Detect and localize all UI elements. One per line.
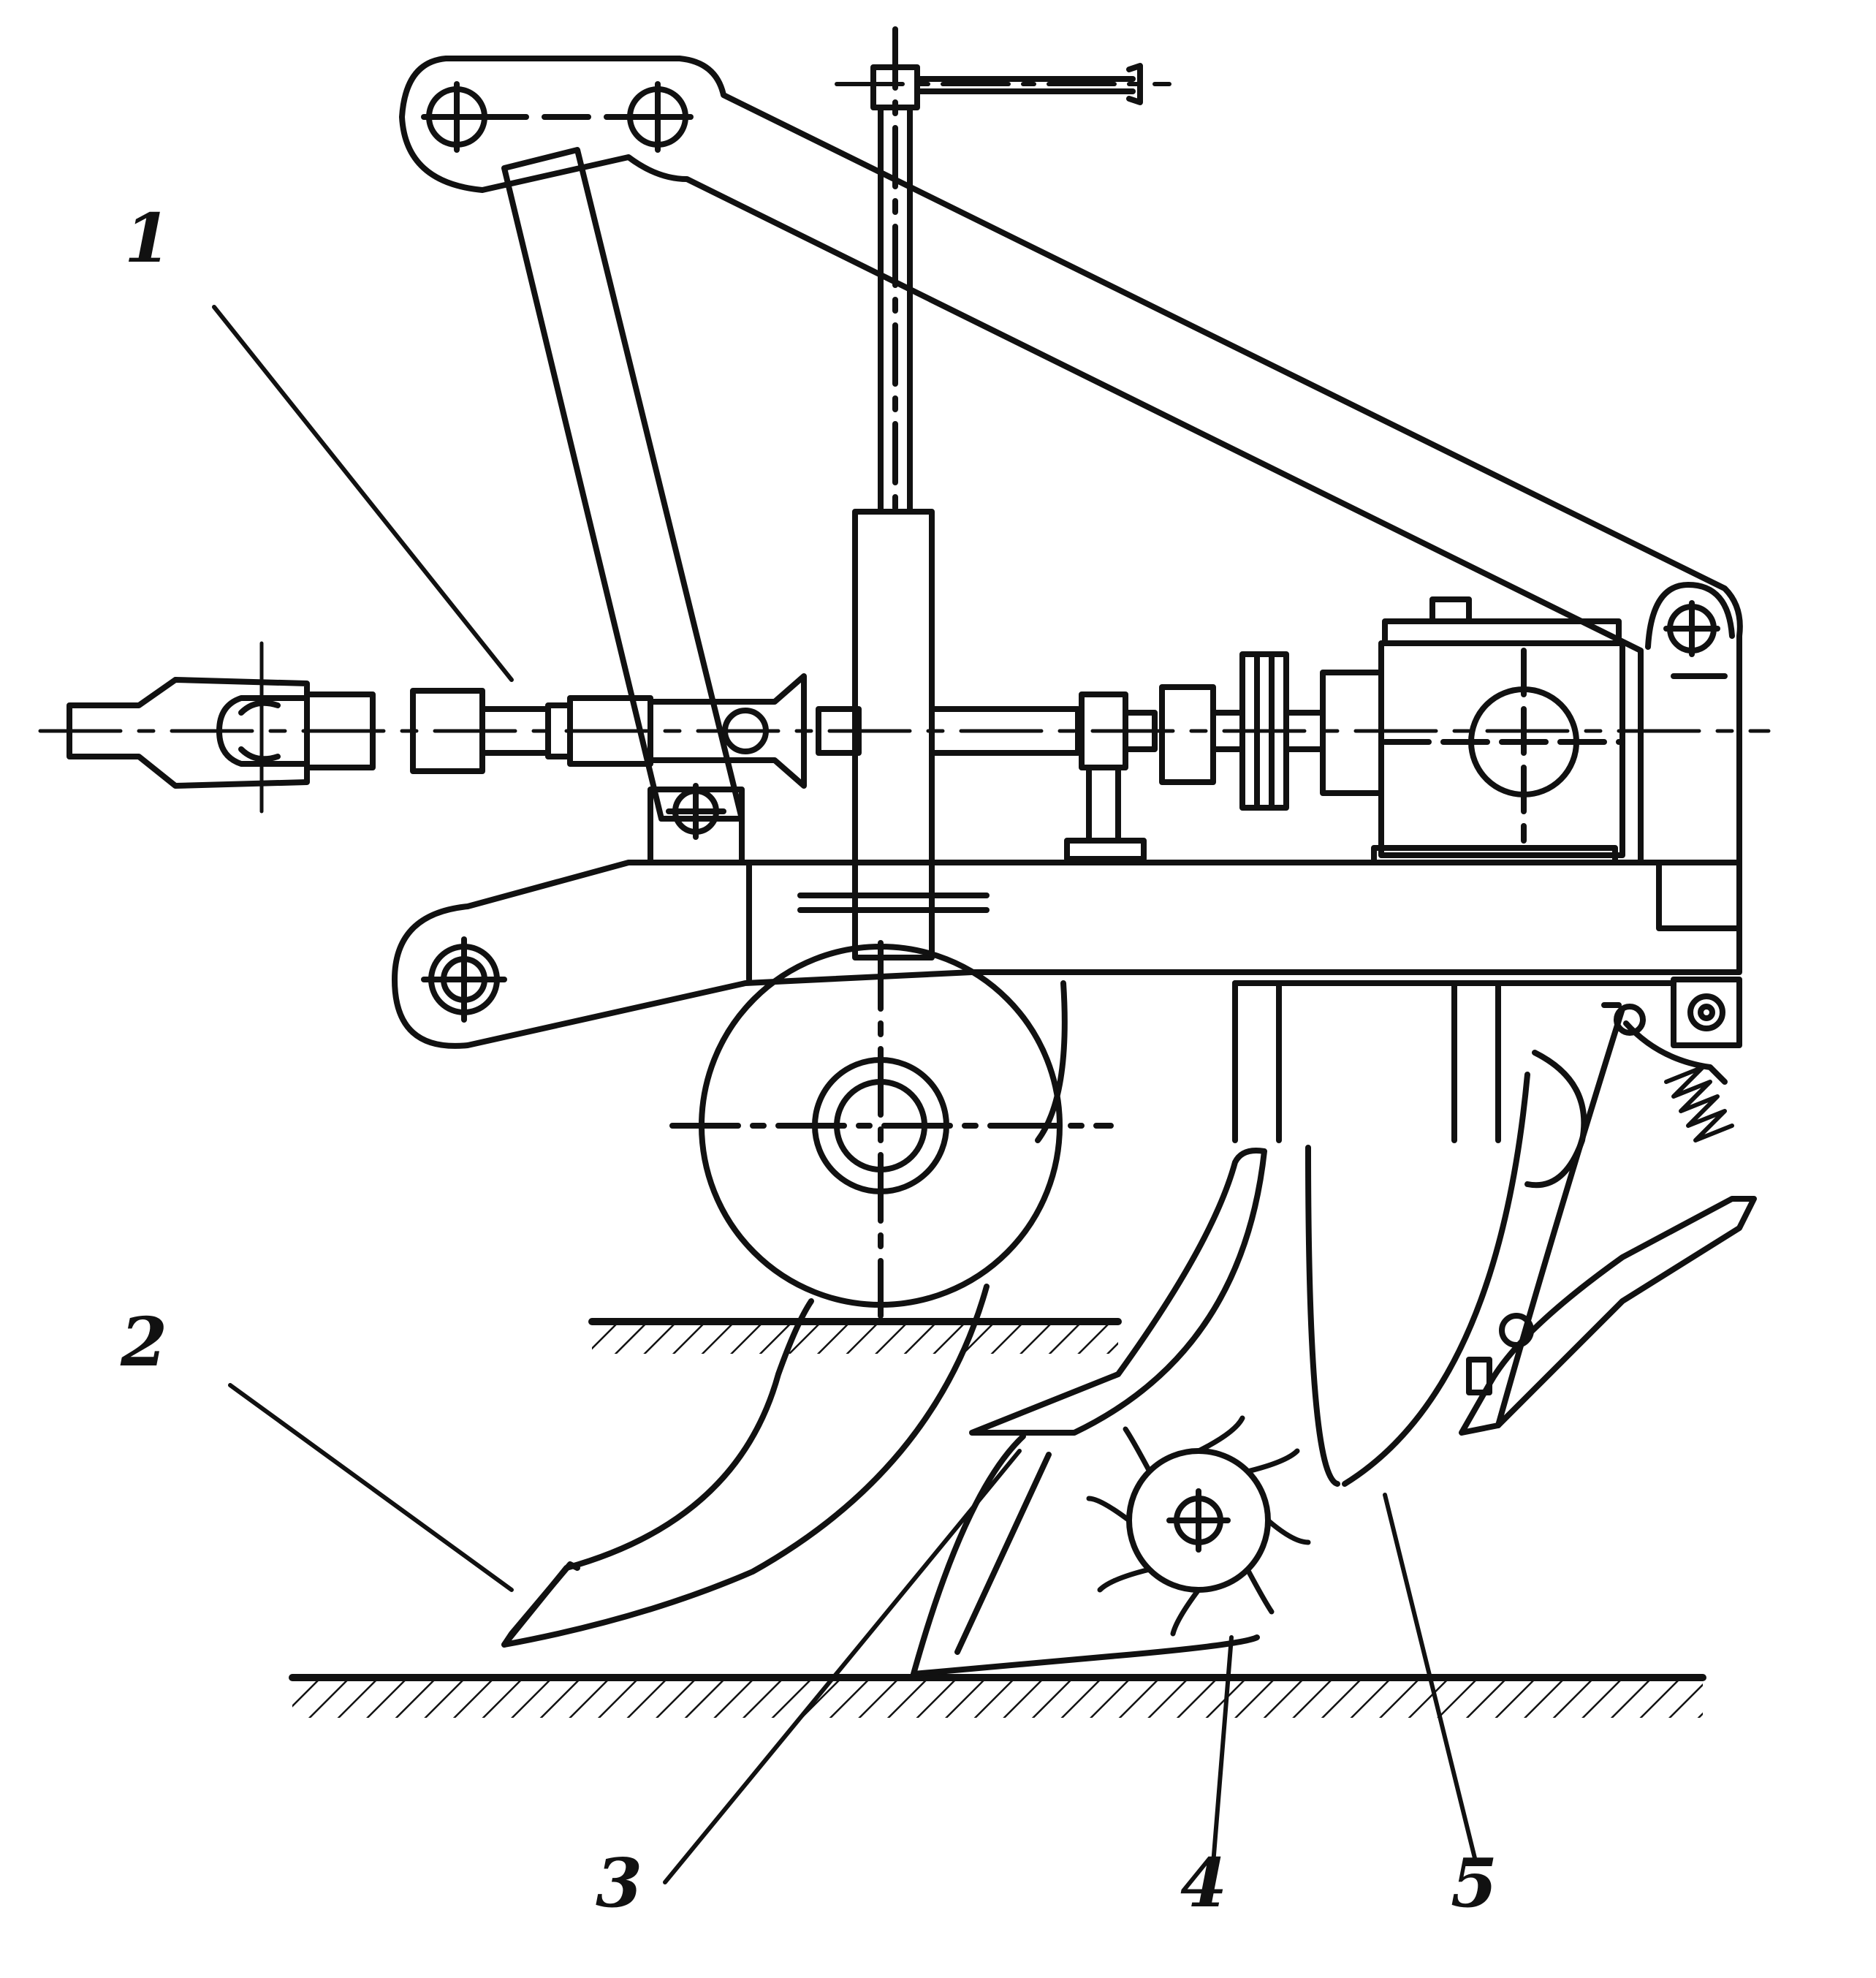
wheel-post-sleeve — [797, 509, 990, 960]
callout-4: 4 — [1180, 1844, 1228, 1922]
diagonal-strut — [501, 147, 745, 822]
front-subsoiler-shank — [501, 1284, 990, 1648]
callout-2: 2 — [121, 1303, 168, 1382]
leader-lines — [212, 305, 1478, 1884]
ground-upper — [588, 1318, 1122, 1354]
callout-5: 5 — [1451, 1844, 1498, 1922]
callout-3: 3 — [596, 1844, 643, 1922]
ground-lower — [289, 1674, 1706, 1718]
toothed-cutter-wheel — [1086, 1415, 1311, 1637]
bearing-and-clutch — [1064, 651, 1384, 862]
depth-adjust-screw — [835, 26, 1171, 515]
drive-shaft — [38, 641, 1771, 814]
main-beam — [392, 783, 1742, 1049]
rear-tiller-shank — [1232, 980, 1757, 1487]
callout-1: 1 — [124, 199, 172, 278]
upper-frame-arm — [399, 56, 1743, 865]
gearbox — [1371, 596, 1625, 865]
depth-wheel — [669, 940, 1114, 1319]
rotary-tiller-blade — [911, 1148, 1267, 1677]
